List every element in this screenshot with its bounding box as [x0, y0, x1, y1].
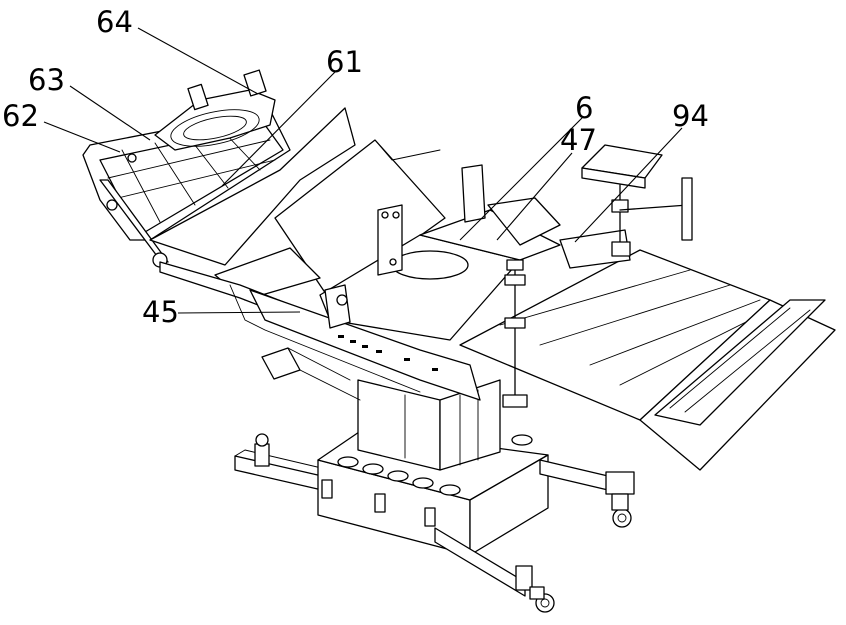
leader-63: [70, 86, 150, 140]
callout-45: 45: [142, 295, 179, 329]
callout-6: 6: [575, 91, 593, 125]
callout-61: 61: [326, 45, 363, 79]
leg-section: [460, 145, 835, 470]
callout-94: 94: [672, 99, 709, 133]
left-leg: [235, 456, 322, 490]
leader-64: [138, 28, 258, 94]
foot-pedal: [262, 348, 360, 400]
callout-63: 63: [28, 63, 65, 97]
right-caster: [613, 509, 631, 527]
screw-63: [128, 154, 136, 162]
seat-opening-47: [392, 251, 468, 279]
seat-back-post: [462, 165, 485, 222]
callout-47: 47: [560, 123, 597, 157]
leader-62: [44, 122, 120, 152]
callout-64: 64: [96, 5, 133, 39]
left-leg-caster-mount: [255, 444, 269, 466]
callout-62: 62: [2, 99, 39, 133]
